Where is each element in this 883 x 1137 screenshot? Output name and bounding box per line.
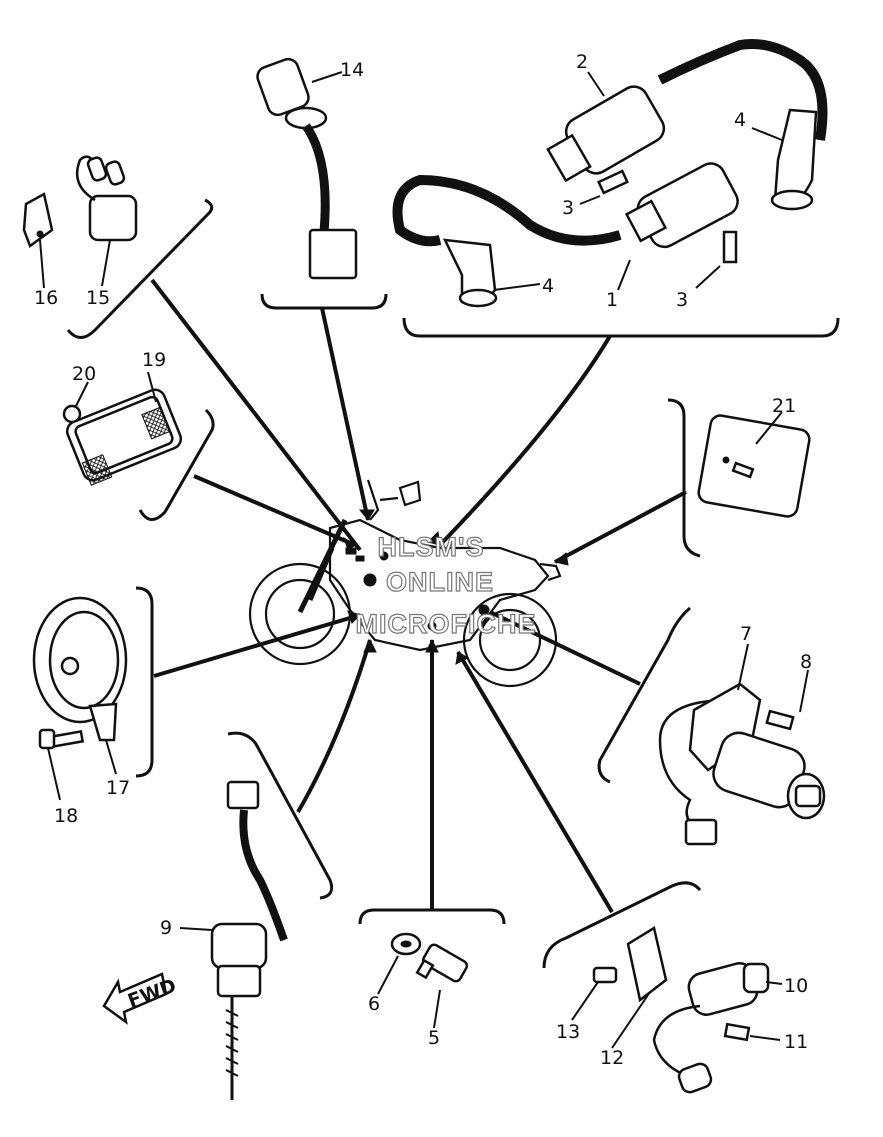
oil-switch-body xyxy=(210,922,268,970)
side-reflector xyxy=(697,414,811,518)
bracket-relay xyxy=(66,198,214,339)
main-switch-assembly xyxy=(658,682,826,846)
callout-1: 1 xyxy=(606,289,618,311)
motorcycle-outline xyxy=(248,479,562,688)
watermark-line-2: ONLINE xyxy=(386,567,494,597)
ignition-coil-assembly xyxy=(392,39,828,308)
callout-6: 6 xyxy=(368,993,380,1015)
bracket-ignition-coils xyxy=(402,317,840,338)
callout-3-lower: 3 xyxy=(676,289,688,311)
coil-bolt-upper xyxy=(597,169,629,195)
bracket-bolt xyxy=(592,966,618,984)
ignition-key xyxy=(794,784,822,808)
neutral-switch xyxy=(256,57,358,280)
callout-9: 9 xyxy=(160,917,172,939)
bracket-side-reflector xyxy=(667,398,701,558)
callout-21: 21 xyxy=(772,395,796,417)
callout-16: 16 xyxy=(34,287,58,309)
relay-body xyxy=(88,194,138,242)
bolt-washer-assembly xyxy=(390,932,469,983)
bracket-reflector xyxy=(138,408,215,521)
brake-switch-plug xyxy=(677,1062,713,1094)
brake-switch-bracket xyxy=(626,926,668,1003)
callout-14: 14 xyxy=(340,59,364,81)
coil-bolt-lower xyxy=(722,230,738,264)
bracket-brake-switch xyxy=(542,881,702,969)
watermark: HLSM'S ONLINE MICROFICHE xyxy=(355,531,537,639)
oil-switch-connector xyxy=(226,780,260,810)
bracket-oil-switch xyxy=(227,731,334,900)
callout-12: 12 xyxy=(600,1047,624,1069)
connector-block xyxy=(308,228,358,280)
forward-direction-indicator: FWD xyxy=(102,972,179,1025)
bracket-main-switch xyxy=(597,606,691,784)
leader-arrowheads xyxy=(343,509,569,665)
oil-switch-thread xyxy=(225,1009,239,1077)
callout-15: 15 xyxy=(86,287,110,309)
horn-assembly xyxy=(32,596,128,750)
front-wheel xyxy=(248,562,352,666)
main-switch-bolt xyxy=(765,709,795,731)
bracket-horn xyxy=(135,586,154,778)
callout-labels: 1 2 3 3 4 4 5 6 7 8 9 10 11 12 13 14 15 … xyxy=(34,51,812,1069)
bracket-neutral-switch xyxy=(260,293,388,310)
callout-11: 11 xyxy=(784,1031,808,1053)
rear-wheel xyxy=(462,592,558,688)
brake-switch-screw xyxy=(723,1022,751,1042)
brake-switch-assembly xyxy=(592,926,770,1094)
sensor-bolt xyxy=(421,943,469,983)
relay-assembly xyxy=(22,155,138,248)
bracket-bolt-washer xyxy=(358,908,506,925)
callout-7: 7 xyxy=(740,623,752,645)
rear-reflector xyxy=(62,388,183,486)
callout-10: 10 xyxy=(784,975,808,997)
callout-leaders xyxy=(39,71,809,1049)
callout-4-left: 4 xyxy=(542,275,554,297)
callout-8: 8 xyxy=(800,651,812,673)
horn-bolt xyxy=(49,730,85,748)
motorcycle-attachment-points xyxy=(345,547,490,631)
callout-19: 19 xyxy=(142,349,166,371)
horn-bracket xyxy=(88,702,118,742)
callout-13: 13 xyxy=(556,1021,580,1043)
relay-bracket xyxy=(22,192,54,248)
reflector-nut xyxy=(62,404,82,424)
callout-4-right: 4 xyxy=(734,109,746,131)
oil-level-switch xyxy=(210,780,288,1100)
callout-18: 18 xyxy=(54,805,78,827)
reflector-lens-pattern xyxy=(141,406,171,440)
callout-3-upper: 3 xyxy=(562,197,574,219)
callout-17: 17 xyxy=(106,777,130,799)
fwd-arrow-icon xyxy=(102,972,168,1025)
main-switch-connector xyxy=(684,818,718,846)
watermark-line-1: HLSM'S xyxy=(378,532,485,562)
leader-lines xyxy=(150,278,687,914)
callout-2: 2 xyxy=(576,51,588,73)
callout-5: 5 xyxy=(428,1027,440,1049)
watermark-line-3: MICROFICHE xyxy=(356,609,537,639)
callout-20: 20 xyxy=(72,363,96,385)
